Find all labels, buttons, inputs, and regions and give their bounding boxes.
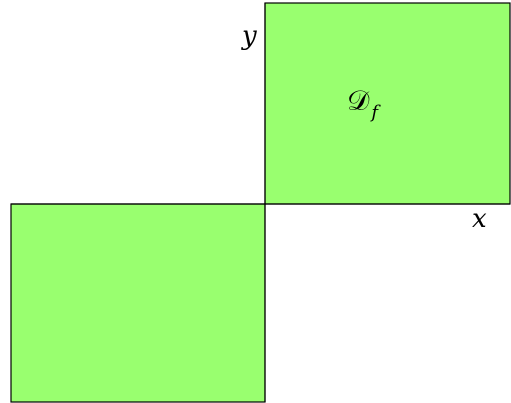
- region-third-quadrant: [10, 203, 266, 403]
- y-axis-label: y: [241, 21, 257, 51]
- domain-label-main: 𝒟: [347, 84, 370, 117]
- x-axis-label: x: [472, 204, 487, 234]
- region-first-quadrant: [264, 2, 511, 205]
